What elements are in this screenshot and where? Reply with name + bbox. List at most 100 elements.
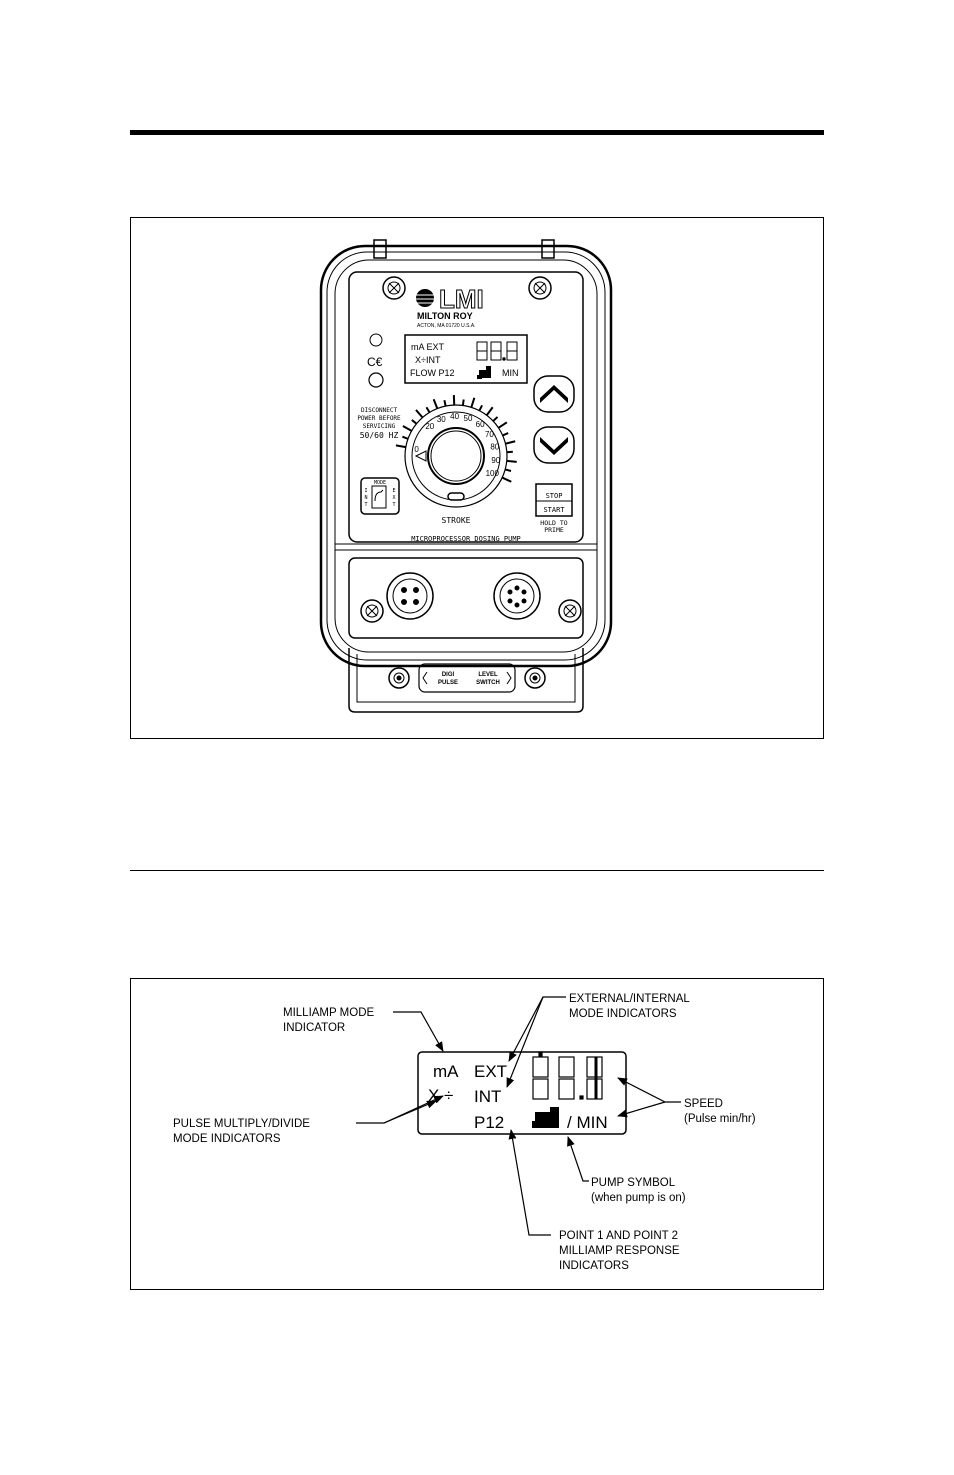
front-panel [348,271,584,543]
screw-bottom-left [360,599,384,623]
pump-figure: LMI MILTON ROY ACTON, MA 01720 U.S.A. C€… [130,217,824,739]
mode-switch[interactable] [360,477,400,515]
chevron-up-icon [540,385,568,403]
stop-label: STOP [546,492,563,500]
housing-foot [348,648,584,713]
hold-label-1: HOLD TO [540,519,567,527]
connector-panel [348,557,584,639]
pulse-callout-1: PULSE MULTIPLY/DIVIDE [173,1118,310,1130]
dial-tick [502,432,509,437]
down-button[interactable] [533,426,575,464]
stroke-label: STROKE [442,516,471,525]
mode-arrow-icon [374,489,384,502]
display-pump-symbol-icon [532,1107,559,1128]
display-min: / MIN [567,1113,608,1132]
svg-text:X: X [392,495,395,501]
display-int: INT [474,1087,501,1106]
dial-label: 0 [414,445,419,454]
csa-mark-icon [368,372,384,388]
level-label-1: LEVEL [478,672,498,678]
dial-label: 100 [486,469,500,478]
dial-ticks [395,395,517,483]
stop-start-button[interactable] [535,483,573,517]
ce-mark: C€ [367,355,383,369]
top-tab-left [373,239,387,259]
pump-callout-1: PUMP SYMBOL [591,1177,676,1189]
dial-indicator [447,492,465,501]
lcd-diagram: mA EXT X ÷ INT P12 / MIN MILLIAMP MODE I… [173,993,756,1272]
hold-label-2: PRIME [544,526,564,534]
dial-tick [501,476,512,483]
speed-callout-line-2 [617,1101,666,1118]
lcd-line-3: FLOW P12 [410,368,455,378]
stroke-dial[interactable] [404,404,508,508]
extint-callout-1: EXTERNAL/INTERNAL [569,993,690,1005]
milliamp-callout-1: MILLIAMP MODE [283,1007,374,1019]
pump-drawing: LMI MILTON ROY ACTON, MA 01720 U.S.A. C€… [319,239,613,713]
dial-pointer-icon [414,450,427,462]
lmi-logo [416,289,434,307]
hz-label: 50/60 HZ [360,431,399,440]
screw-bottom-right [558,599,582,623]
connector-4-pin [386,572,434,620]
dial-tick [425,406,431,413]
pump-callout-2: (when pump is on) [591,1192,686,1204]
dial-tick [402,425,413,432]
dial-label: 70 [485,430,494,439]
dial-tick [432,398,439,409]
screw-top-right [528,276,552,300]
lcd-digits: 88.8 [473,359,475,361]
svg-text:N: N [364,495,367,501]
speed-digits [532,1051,603,1100]
dial-tick [497,421,508,429]
ul-mark-icon [369,333,383,347]
dial-tick [505,440,516,445]
foot-screw-right [524,667,546,689]
dial-label: 40 [450,412,459,421]
svg-text:POWER BEFORE: POWER BEFORE [357,415,401,422]
pump-lcd-digits-outline [476,341,518,361]
dial-tick [415,409,424,419]
int-callout-line [506,996,544,1088]
start-label: START [543,506,565,514]
dial-tick [485,406,494,416]
dial-tick [402,435,409,440]
brand-label: LMI [439,284,484,314]
dial-tick [504,468,512,472]
speed-callout-2: (Pulse min/hr) [684,1113,756,1125]
extint-callout-2: MODE INDICATORS [569,1008,677,1020]
dial-tick [506,459,517,463]
screw-top-left [382,276,406,300]
dial-tick [478,404,483,412]
dial-tick [492,416,499,422]
foot-label-plate [418,663,516,693]
lcd-diagram-figure: mA EXT X ÷ INT P12 / MIN MILLIAMP MODE I… [130,978,824,1290]
speed-callout-line-1 [617,1077,681,1103]
top-rule [130,130,824,135]
up-button[interactable] [533,375,575,413]
dial-tick [395,444,406,449]
banner-label: MICROPROCESSOR DOSING PUMP [411,535,521,543]
dial-tick [443,399,447,407]
speed-callout-1: SPEED [684,1098,723,1110]
dial-label: 20 [425,422,434,431]
lcd-unit: MIN [502,368,519,378]
svg-text:E: E [392,488,395,494]
dial-tick [461,399,465,406]
lcd-display-frame [417,1051,627,1135]
svg-text:DISCONNECT: DISCONNECT [361,407,398,414]
dial-tick [411,419,418,425]
display-ma: mA [433,1062,459,1081]
svg-text:T: T [392,502,395,508]
milliamp-callout-line [393,1011,444,1052]
point-callout-1: POINT 1 AND POINT 2 [559,1230,678,1242]
display-p12: P12 [474,1113,504,1132]
pump-lcd [404,334,528,384]
dial-label: 60 [476,420,485,429]
level-label-2: SWITCH [476,680,500,686]
pulse-callout-line-2 [383,1100,437,1124]
svg-text:I: I [364,488,367,494]
point-callout-3: INDICATORS [559,1260,629,1272]
dial-label: 50 [464,414,473,423]
